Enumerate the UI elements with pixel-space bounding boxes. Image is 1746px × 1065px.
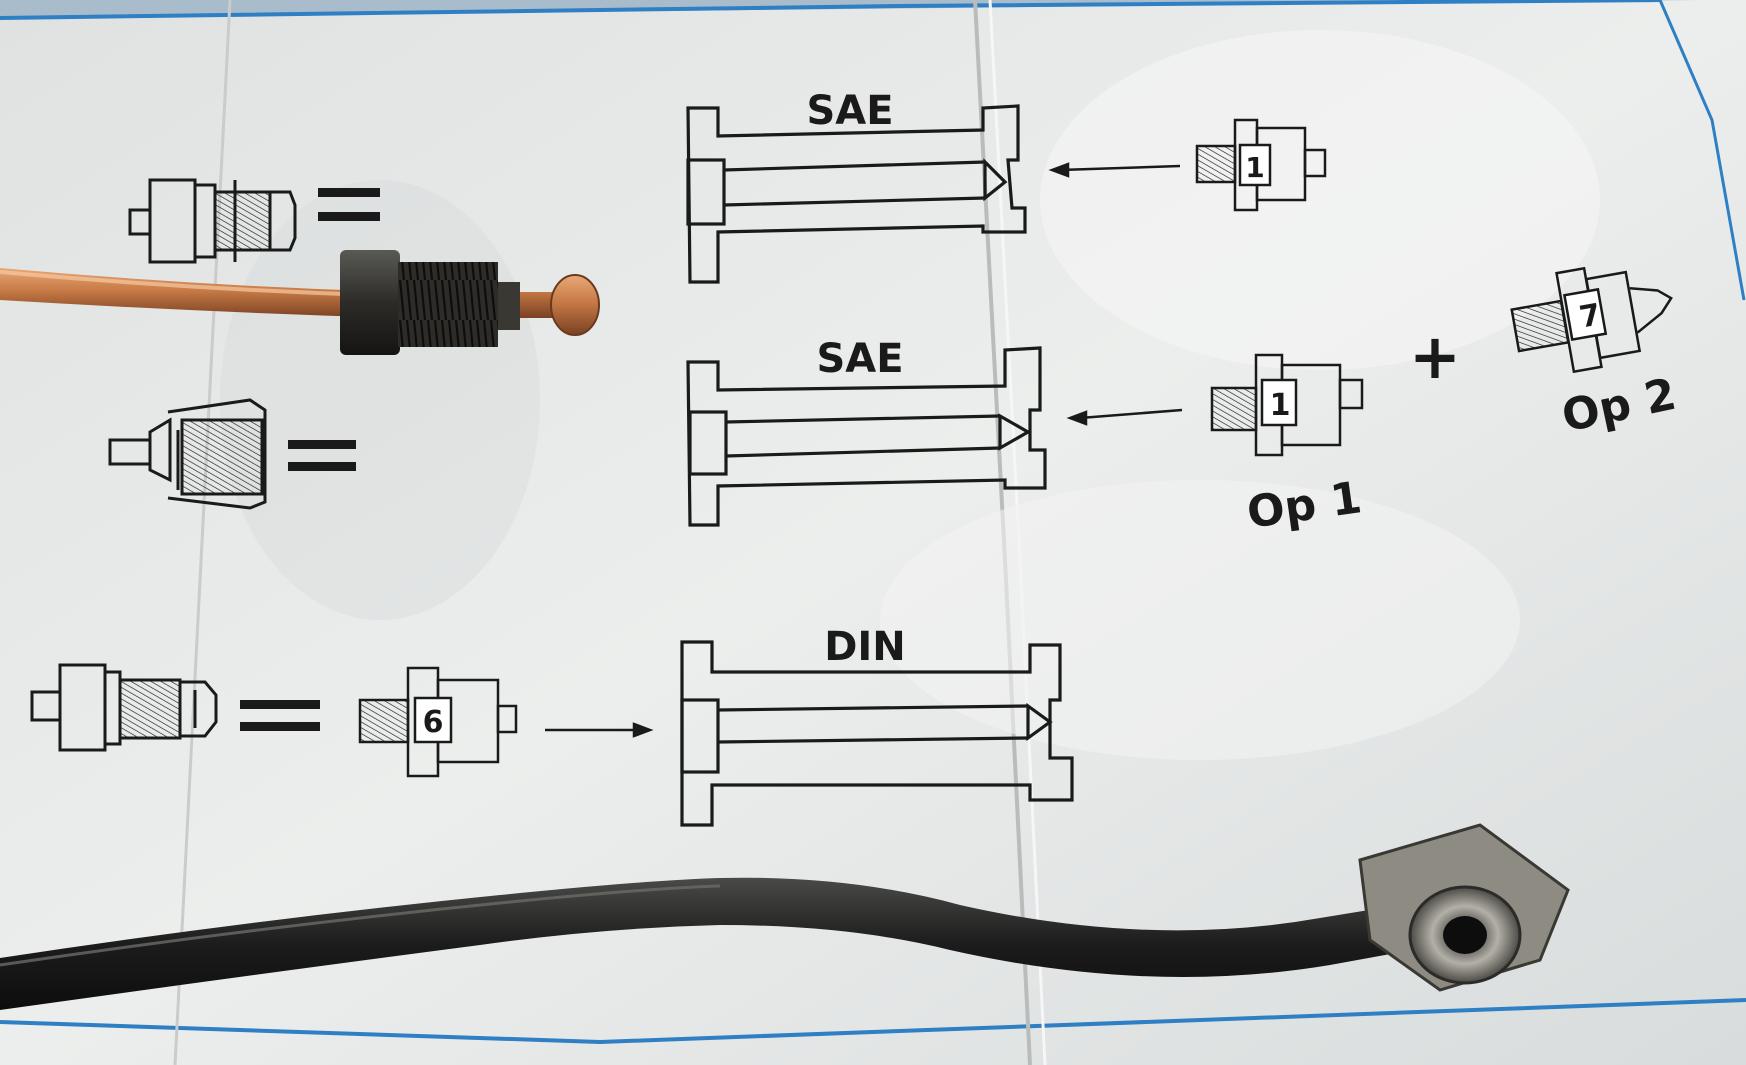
row-3-die-label: DIN (824, 624, 906, 670)
row-2-equals-sign (288, 440, 356, 471)
row-2-op1-tool-adapter (1210, 353, 1364, 457)
row-1-tool-number: 1 (1245, 151, 1264, 184)
row-1-die-label: SAE (806, 88, 893, 134)
row-3-tool-number: 6 (423, 705, 444, 740)
row-3-flaring-die (680, 640, 1074, 827)
row-2-flaring-die (686, 346, 1047, 527)
copper-brake-pipe (0, 250, 600, 355)
row-2-arrow (1066, 408, 1183, 426)
row-3-arrow (545, 722, 654, 738)
row-1-flaring-die (686, 104, 1027, 284)
black-brake-pipe (0, 823, 1570, 1010)
row-3-tool-adapter (358, 666, 518, 778)
row-1-tool-adapter (1195, 118, 1327, 212)
row-1-arrow (1048, 162, 1181, 178)
row-3-equals-sign (240, 700, 320, 731)
row-3-fitting-icon (30, 663, 218, 752)
black-pipe-fitting (1358, 823, 1570, 992)
row-2-fitting-icon (108, 398, 267, 510)
row-2-die-label: SAE (816, 336, 903, 382)
brake-pipe-nut (340, 250, 400, 355)
row-2-plus-sign: + (1409, 320, 1461, 393)
row-1-fitting-icon (128, 178, 297, 264)
row-2-op2-tool-adapter (1510, 266, 1673, 374)
row-2-op1-tool-number: 1 (1270, 388, 1291, 423)
row-1-equals-sign (318, 188, 380, 221)
